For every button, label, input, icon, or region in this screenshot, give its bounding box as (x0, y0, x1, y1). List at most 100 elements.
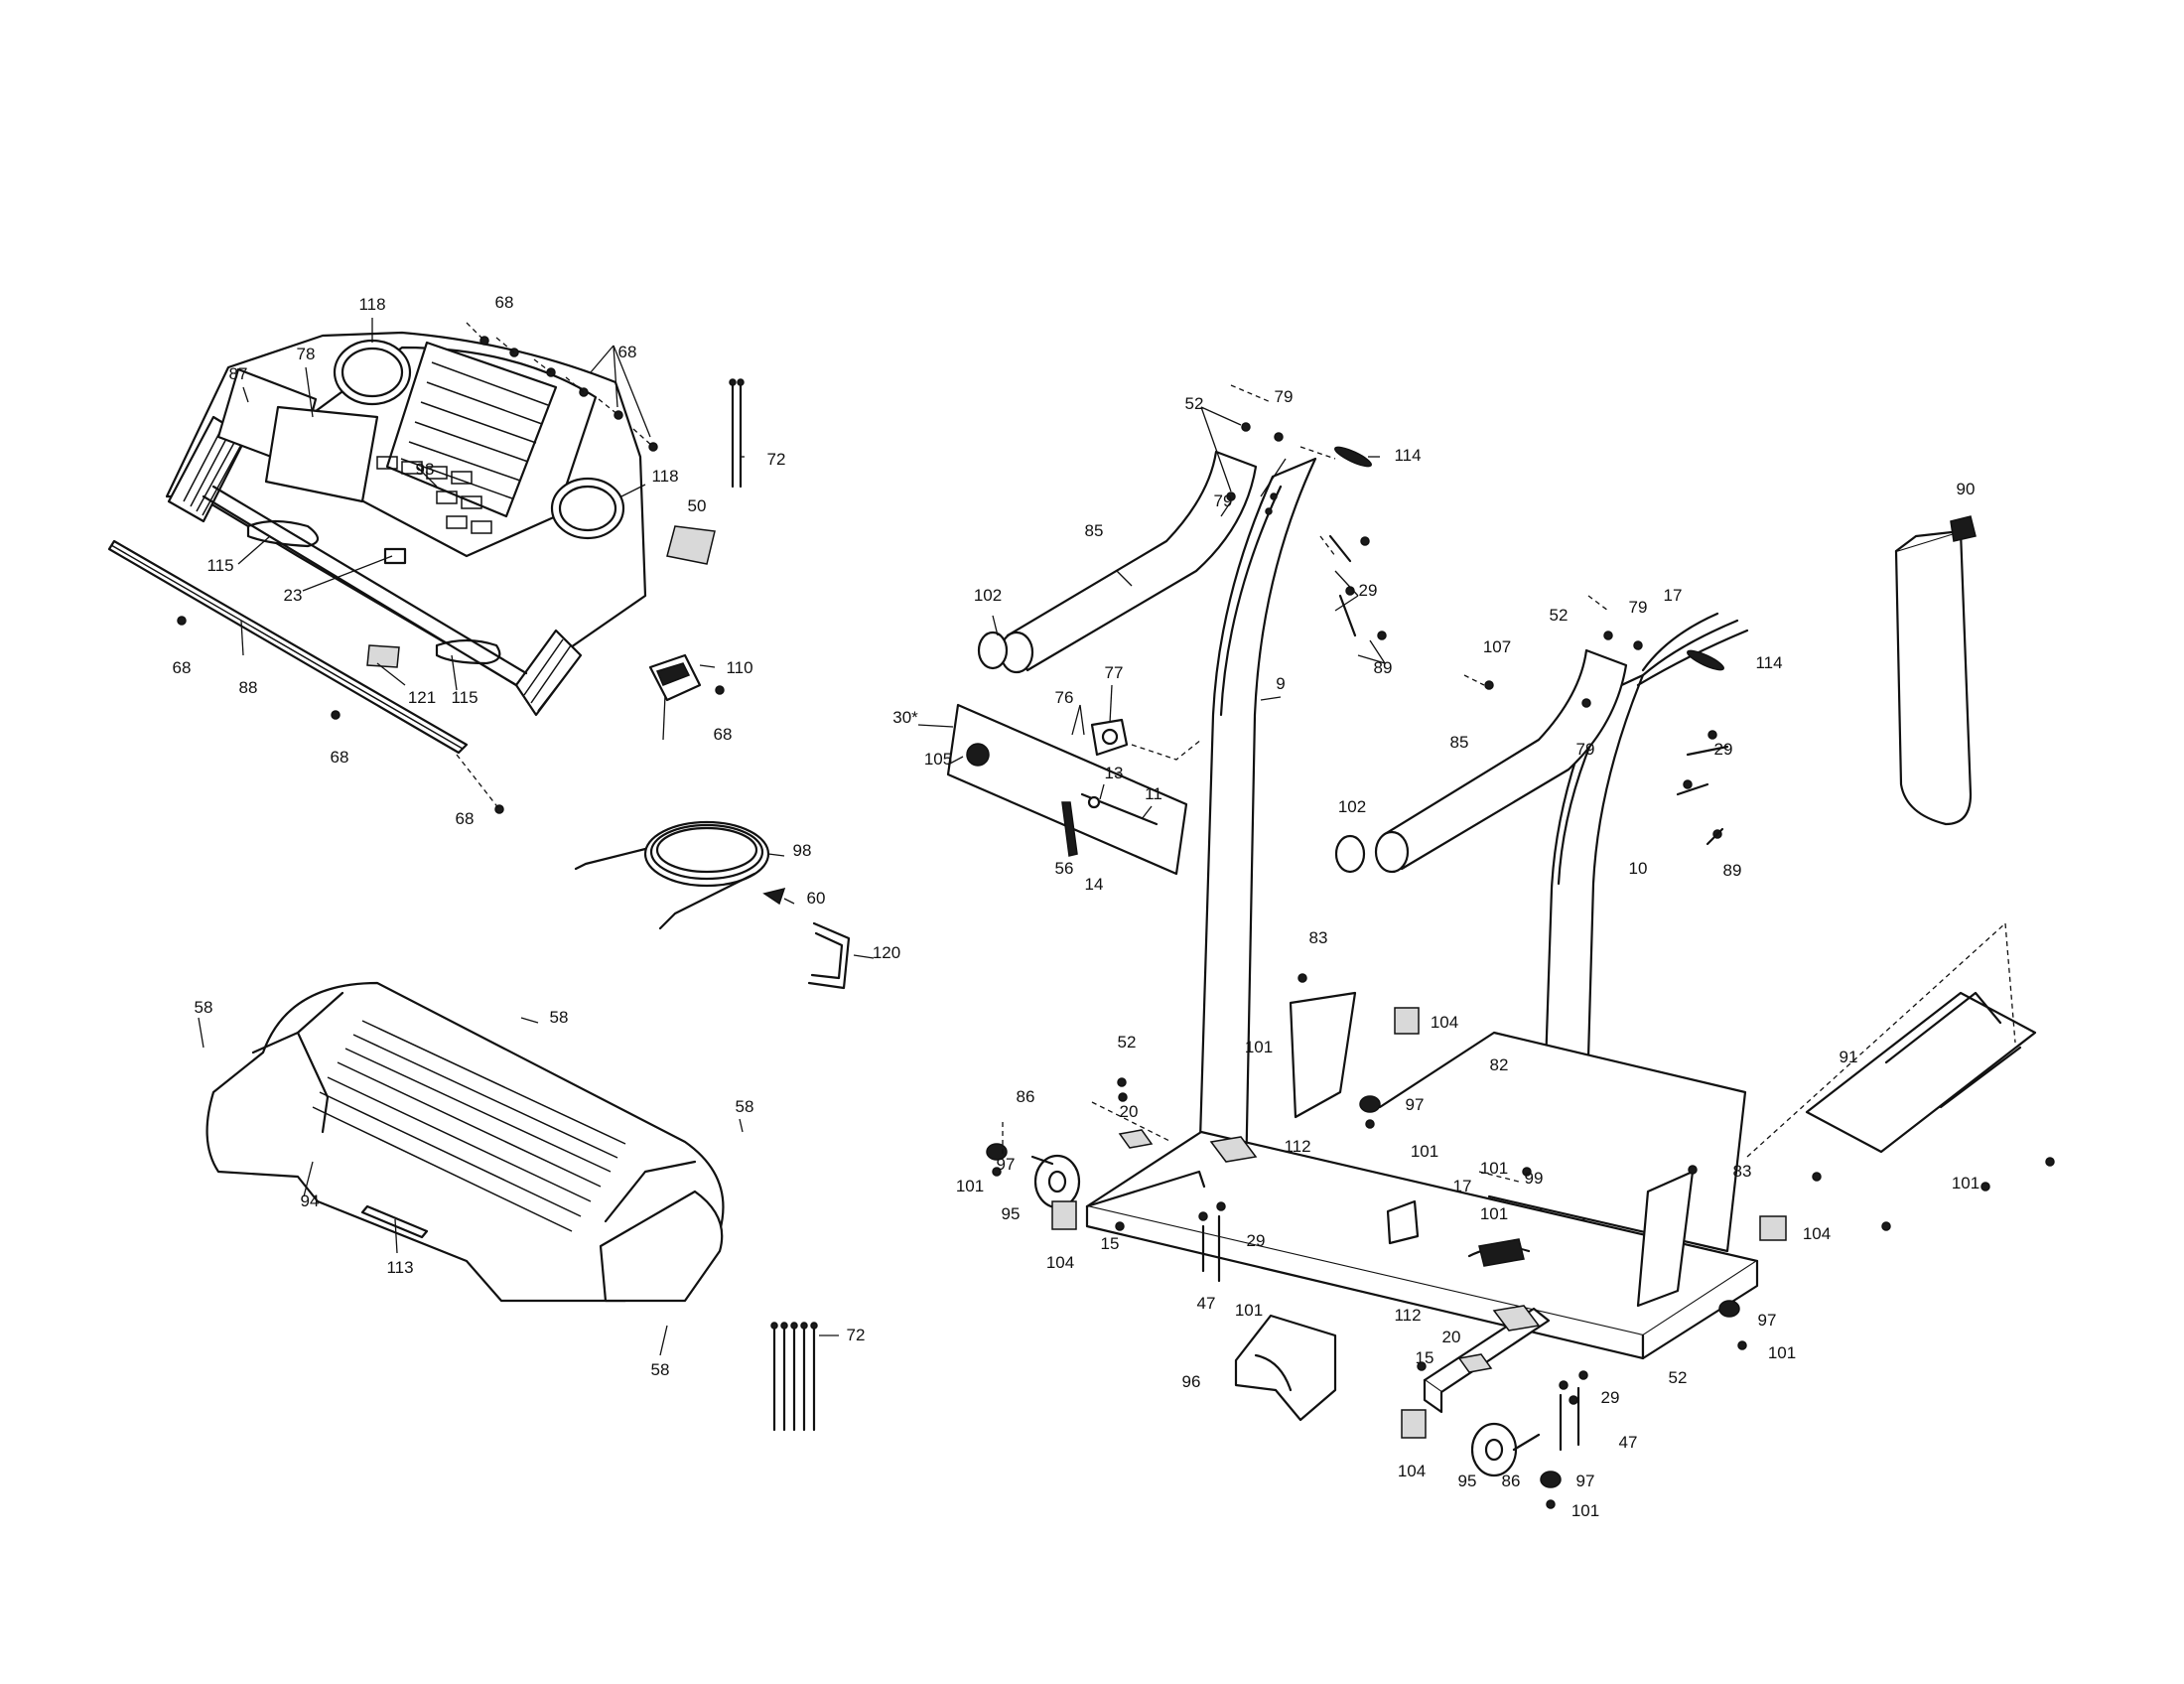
callout-29-c29b: 29 (1714, 740, 1733, 759)
callout-82-c82: 82 (1490, 1055, 1509, 1074)
callout-102-c102a: 102 (974, 586, 1002, 605)
callout-29-c29a: 29 (1359, 581, 1378, 600)
callout-105-c105: 105 (924, 750, 952, 769)
callout-97-c97d: 97 (1576, 1472, 1595, 1490)
callout-52-c52b: 52 (1550, 606, 1569, 625)
callout-121-c121: 121 (408, 688, 436, 707)
callout-85-c85b: 85 (1450, 733, 1469, 752)
callout-115-c115b: 115 (451, 688, 478, 707)
callout-90-c90: 90 (1957, 480, 1976, 498)
callout-89-c89a: 89 (1374, 658, 1393, 677)
callout-101-c101f: 101 (1952, 1174, 1979, 1193)
callout-101-c101e: 101 (1480, 1204, 1508, 1223)
callout-95-c95b: 95 (1458, 1472, 1477, 1490)
callout-83-c83a: 83 (1309, 928, 1328, 947)
callout-101-c101c: 101 (1411, 1142, 1438, 1161)
callout-97-c97b: 97 (1406, 1095, 1425, 1114)
callout-68-c68d: 68 (714, 725, 733, 744)
callout-20-c20b: 20 (1442, 1328, 1461, 1346)
callout-58-c58b: 58 (550, 1008, 569, 1027)
callout-120-c120: 120 (873, 943, 900, 962)
callout-58-c58d: 58 (651, 1360, 670, 1379)
callout-98-c98: 98 (793, 841, 812, 860)
callout-118-c118b: 118 (651, 467, 678, 486)
callout-114-c114a: 114 (1394, 446, 1421, 465)
callout-58-c58c: 58 (736, 1097, 754, 1116)
callout-29-c29d: 29 (1601, 1388, 1620, 1407)
callout-60-c60: 60 (807, 889, 826, 908)
callout-79-c79a: 79 (1275, 387, 1294, 406)
callout-87-c87: 87 (229, 364, 248, 383)
callout-97-c97a: 97 (997, 1155, 1016, 1174)
callout-52-c52c: 52 (1118, 1033, 1137, 1052)
callout-17-c17b: 17 (1453, 1177, 1472, 1195)
callout-104-c104b: 104 (1803, 1224, 1831, 1243)
tie-straps-top (729, 378, 745, 489)
bracket-96 (1234, 1314, 1337, 1422)
callout-23-c23: 23 (284, 586, 303, 605)
callout-101-c101g: 101 (1235, 1301, 1263, 1320)
callout-13-c13: 13 (1105, 764, 1124, 782)
callout-88-c88: 88 (239, 678, 258, 697)
callout-95-c95a: 95 (1002, 1204, 1021, 1223)
callout-47-c47b: 47 (1619, 1433, 1638, 1452)
callout-86-c86b: 86 (1502, 1472, 1521, 1490)
callout-76-c76: 76 (1055, 688, 1074, 707)
callout-99-c99: 99 (1525, 1169, 1544, 1188)
callout-85-c85a: 85 (1085, 521, 1104, 540)
callout-15-c15a: 15 (1101, 1234, 1120, 1253)
handlebar-left (977, 450, 1258, 674)
callout-15-c15b: 15 (1416, 1348, 1434, 1367)
callout-91-c91: 91 (1840, 1048, 1858, 1066)
callout-68-c68a: 68 (495, 293, 514, 312)
callout-112-c112a: 112 (1284, 1137, 1310, 1156)
callout-52-c52d: 52 (1669, 1368, 1688, 1387)
callout-97-c97c: 97 (1758, 1311, 1777, 1330)
callout-102-c102b: 102 (1338, 797, 1366, 816)
motor-hood (205, 981, 725, 1303)
callout-68-c68b: 68 (618, 343, 637, 361)
tie-straps-bottom (770, 1322, 818, 1432)
callout-83-c83b: 83 (1733, 1162, 1752, 1181)
callout-113-c113: 113 (386, 1258, 413, 1277)
console-bag-90 (1894, 515, 1977, 826)
callout-52-c52a: 52 (1185, 394, 1204, 413)
callout-79-c79c: 79 (1629, 598, 1648, 617)
wire-harness (574, 820, 851, 990)
callout-110-c110: 110 (726, 658, 752, 677)
callout-107-c107: 107 (1483, 637, 1511, 656)
callout-94-c94: 94 (301, 1192, 320, 1210)
callout-68-c68f: 68 (456, 809, 475, 828)
upright-left (1197, 457, 1317, 1184)
control-plate-30 (946, 703, 1202, 876)
callout-50-c50: 50 (688, 496, 707, 515)
handlebar-right (1334, 648, 1628, 874)
callout-104-c104c: 104 (1046, 1253, 1074, 1272)
callout-101-c101h: 101 (1768, 1343, 1796, 1362)
callout-10-c10: 10 (1629, 859, 1648, 878)
callout-101-c101d: 101 (1480, 1159, 1508, 1178)
callout-72-c72a: 72 (767, 450, 786, 469)
callout-86-c86a: 86 (1017, 1087, 1035, 1106)
base-frame (1085, 991, 1759, 1414)
callout-79-c79d: 79 (1576, 740, 1595, 759)
callout-11-c11: 11 (1145, 784, 1162, 803)
callout-93-c93: 93 (416, 460, 435, 479)
callout-17-c17a: 17 (1664, 586, 1683, 605)
callout-101-c101a: 101 (1245, 1038, 1273, 1056)
console-assembly (107, 322, 725, 814)
callout-30-c30: 30* (892, 708, 918, 727)
callout-77-c77: 77 (1105, 663, 1124, 682)
pads (986, 1007, 1787, 1488)
motor-cover-91 (1805, 991, 2037, 1154)
callout-68-c68e: 68 (331, 748, 349, 767)
callout-104-c104d: 104 (1398, 1462, 1426, 1480)
callout-20-c20a: 20 (1120, 1102, 1139, 1121)
callout-101-c101b: 101 (956, 1177, 984, 1195)
leader-lines (198, 318, 1386, 1356)
callout-104-c104a: 104 (1431, 1013, 1458, 1032)
callout-58-c58a: 58 (195, 998, 213, 1017)
